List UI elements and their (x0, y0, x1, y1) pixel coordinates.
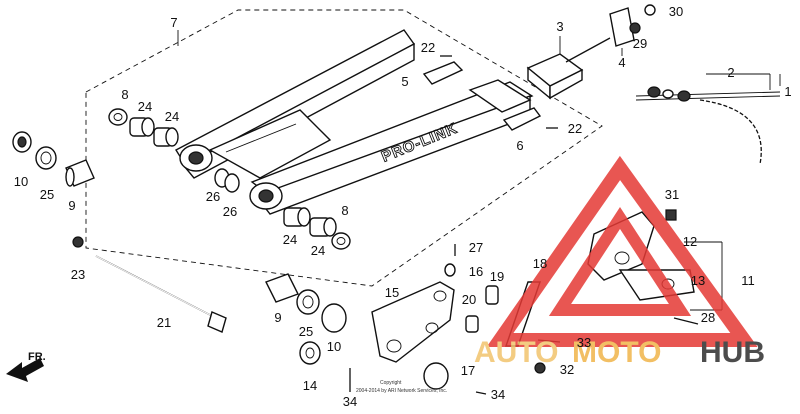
callout-23: 23 (71, 267, 85, 282)
callout-5: 5 (401, 74, 408, 89)
swingarm-group-outline (85, 9, 603, 287)
callout-30: 30 (669, 4, 683, 19)
callout-17: 17 (461, 363, 475, 378)
spacer-9-upper (65, 159, 95, 187)
bolt-31 (665, 209, 677, 221)
watermark-auto: AUTO (474, 336, 558, 369)
bearing-24-lower (283, 207, 337, 237)
callout-20: 20 (462, 292, 476, 307)
bolt-28 (673, 317, 699, 325)
watermark-moto: MOTO (572, 336, 661, 369)
callout-22-lower: 22 (568, 121, 582, 136)
callout-24-b: 24 (165, 109, 179, 124)
callout-6: 6 (516, 138, 523, 153)
callout-26-a: 26 (206, 189, 220, 204)
callout-3: 3 (556, 19, 563, 34)
callout-24-d: 24 (311, 243, 325, 258)
bolt-34-right (475, 391, 487, 395)
callout-19: 19 (490, 269, 504, 284)
washer-23 (72, 236, 84, 248)
roller-17 (423, 362, 449, 390)
bushing-8-upper (108, 108, 128, 126)
callout-15: 15 (385, 285, 399, 300)
callout-11: 11 (741, 273, 755, 288)
callout-13: 13 (691, 273, 705, 288)
callout-7: 7 (170, 15, 177, 30)
bearing-25-lower (296, 289, 320, 315)
direction-label: FR. (28, 351, 46, 363)
drive-chain (635, 86, 781, 165)
copyright-line-1: Copyright (380, 380, 402, 386)
callout-24-a: 24 (138, 99, 152, 114)
callout-27: 27 (469, 240, 483, 255)
callout-25-lower: 25 (299, 324, 313, 339)
nut-30 (644, 4, 656, 16)
callout-9-lower: 9 (274, 310, 281, 325)
spacer-9-lower (265, 273, 299, 303)
front-direction-arrow: FR. (6, 351, 46, 382)
callout-14: 14 (303, 378, 317, 393)
callout-numbers: 1 2 3 4 5 6 7 8 8 9 9 10 10 11 12 13 14 … (14, 4, 792, 409)
callout-12: 12 (683, 234, 697, 249)
bushing-19 (485, 285, 499, 305)
link-arm-15 (371, 281, 455, 363)
callout-4: 4 (618, 55, 625, 70)
watermark-hub: HUB (700, 336, 765, 369)
callout-28: 28 (701, 310, 715, 325)
callout-2: 2 (727, 65, 734, 80)
nut-29 (629, 22, 641, 34)
callout-21: 21 (157, 315, 171, 330)
callout-26-b: 26 (223, 204, 237, 219)
callout-10-lower: 10 (327, 339, 341, 354)
slider-6 (502, 107, 542, 131)
bushing-10-lower (321, 303, 347, 333)
callout-9-upper: 9 (68, 198, 75, 213)
pivot-bolt-21 (95, 255, 227, 333)
seal-10-upper (12, 131, 32, 153)
callout-29: 29 (633, 36, 647, 51)
bushing-20 (465, 315, 479, 333)
seal-14 (299, 341, 321, 365)
callout-33: 33 (577, 335, 591, 350)
callout-8-lower: 8 (341, 203, 348, 218)
callout-18: 18 (533, 256, 547, 271)
slider-5 (422, 61, 464, 85)
callout-10-upper: 10 (14, 174, 28, 189)
copyright-line-2: 2004-2014 by ARI Network Services, Inc. (356, 388, 447, 394)
callout-34-lower: 34 (343, 394, 357, 409)
callout-25-upper: 25 (40, 187, 54, 202)
copyright: Copyright 2004-2014 by ARI Network Servi… (356, 380, 447, 394)
collar-26 (214, 168, 240, 193)
callout-1: 1 (784, 84, 791, 99)
bearing-24-upper-right (153, 127, 179, 147)
bushing-8-lower (331, 232, 351, 250)
callout-34-right: 34 (491, 387, 505, 402)
nipple-16 (444, 263, 456, 277)
nut-32 (534, 362, 546, 374)
callout-24-c: 24 (283, 232, 297, 247)
plate-4 (609, 7, 635, 47)
callout-32: 32 (560, 362, 574, 377)
callout-22-upper: 22 (421, 40, 435, 55)
watermark-logo: AUTO MOTO HUB (474, 155, 765, 369)
adjuster-3 (526, 37, 611, 100)
callout-16: 16 (469, 264, 483, 279)
bearing-24-upper-left (129, 117, 155, 137)
callout-31: 31 (665, 187, 679, 202)
callout-8-upper: 8 (121, 87, 128, 102)
bearing-25-upper (35, 146, 57, 170)
